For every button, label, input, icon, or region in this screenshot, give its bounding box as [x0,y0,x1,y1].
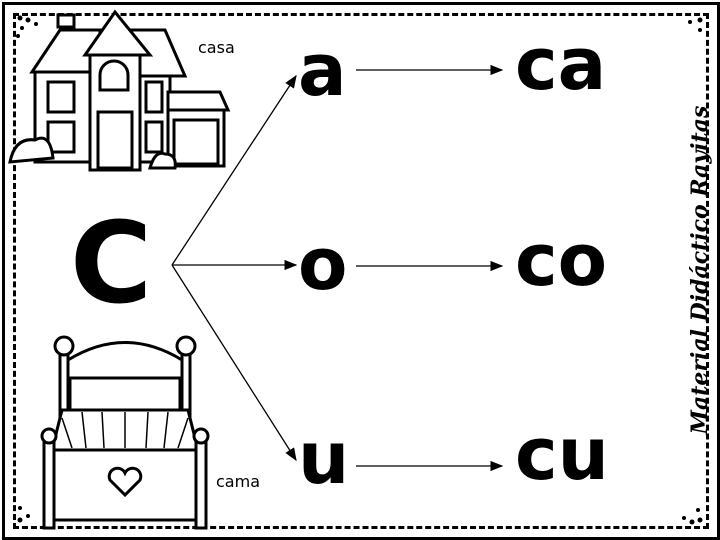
side-credit-text: Material Didáctico Rayitas [687,105,713,435]
vowel-u: u [298,416,350,500]
house-illustration [8,9,231,172]
vowel-o: o [298,222,348,306]
dashed-border [13,13,709,529]
corner-dots [16,15,703,525]
branch-arrows [171,64,504,472]
syllable-ca: ca [515,22,607,106]
syllable-co: co [515,218,608,302]
vowel-a: a [298,28,347,112]
root-letter: C [70,199,153,329]
bed-illustration [40,335,210,530]
label-cama: cama [216,472,260,491]
label-casa: casa [198,38,235,57]
syllable-cu: cu [515,412,609,496]
